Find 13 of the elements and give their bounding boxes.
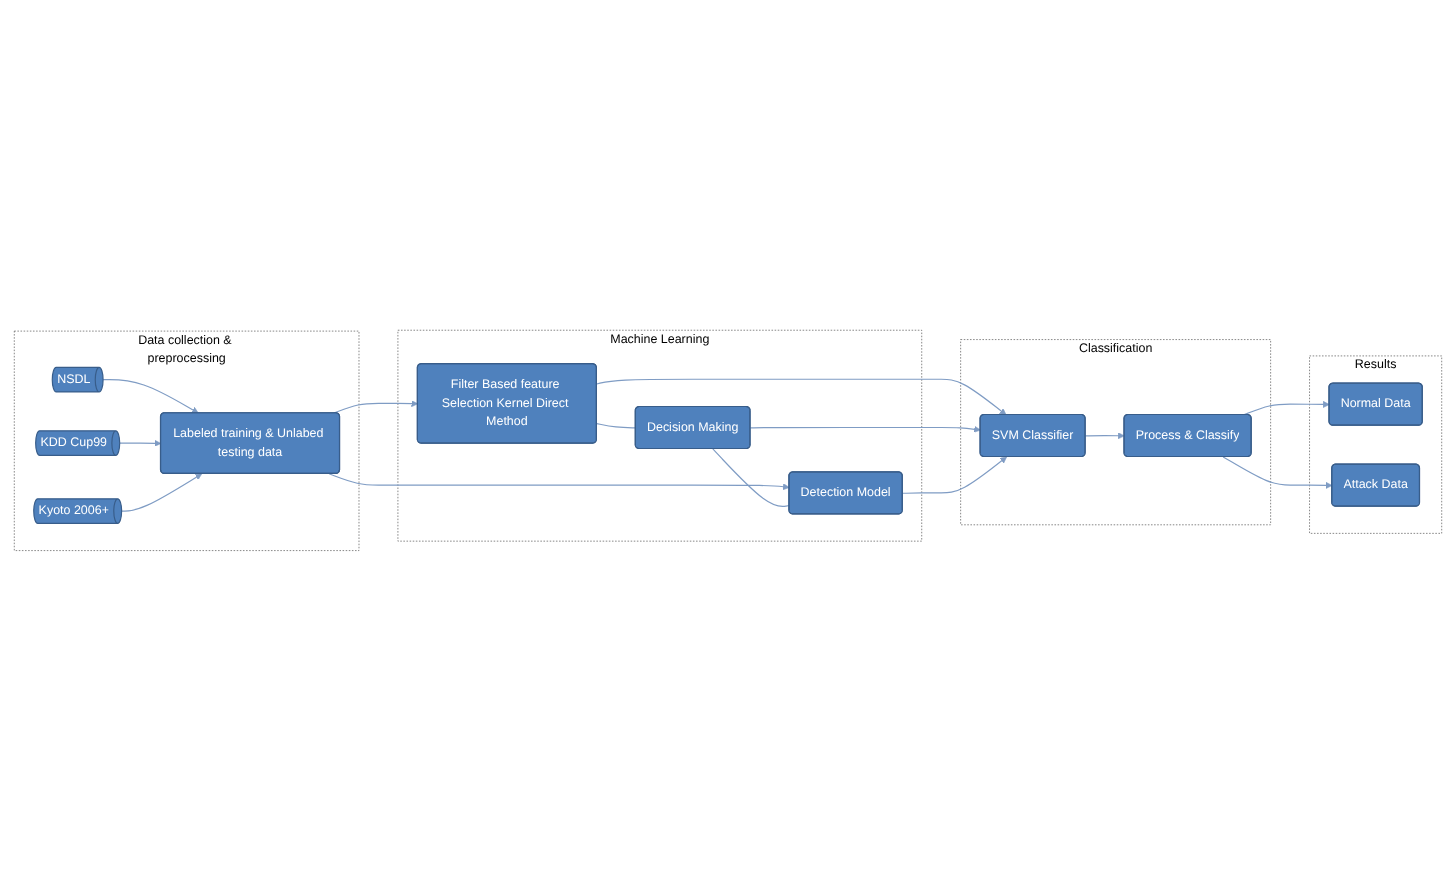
arrow bbox=[102, 379, 199, 414]
arrow bbox=[328, 473, 790, 491]
connector bbox=[596, 423, 637, 430]
arrow bbox=[119, 440, 162, 448]
arrow bbox=[333, 400, 419, 415]
arrow bbox=[902, 457, 1007, 495]
connector bbox=[712, 448, 790, 508]
arrow bbox=[121, 474, 203, 513]
arrow bbox=[596, 379, 1007, 416]
arrow bbox=[1243, 401, 1330, 417]
arrow bbox=[1084, 432, 1125, 440]
arrow bbox=[1222, 456, 1333, 490]
arrow bbox=[749, 426, 981, 434]
